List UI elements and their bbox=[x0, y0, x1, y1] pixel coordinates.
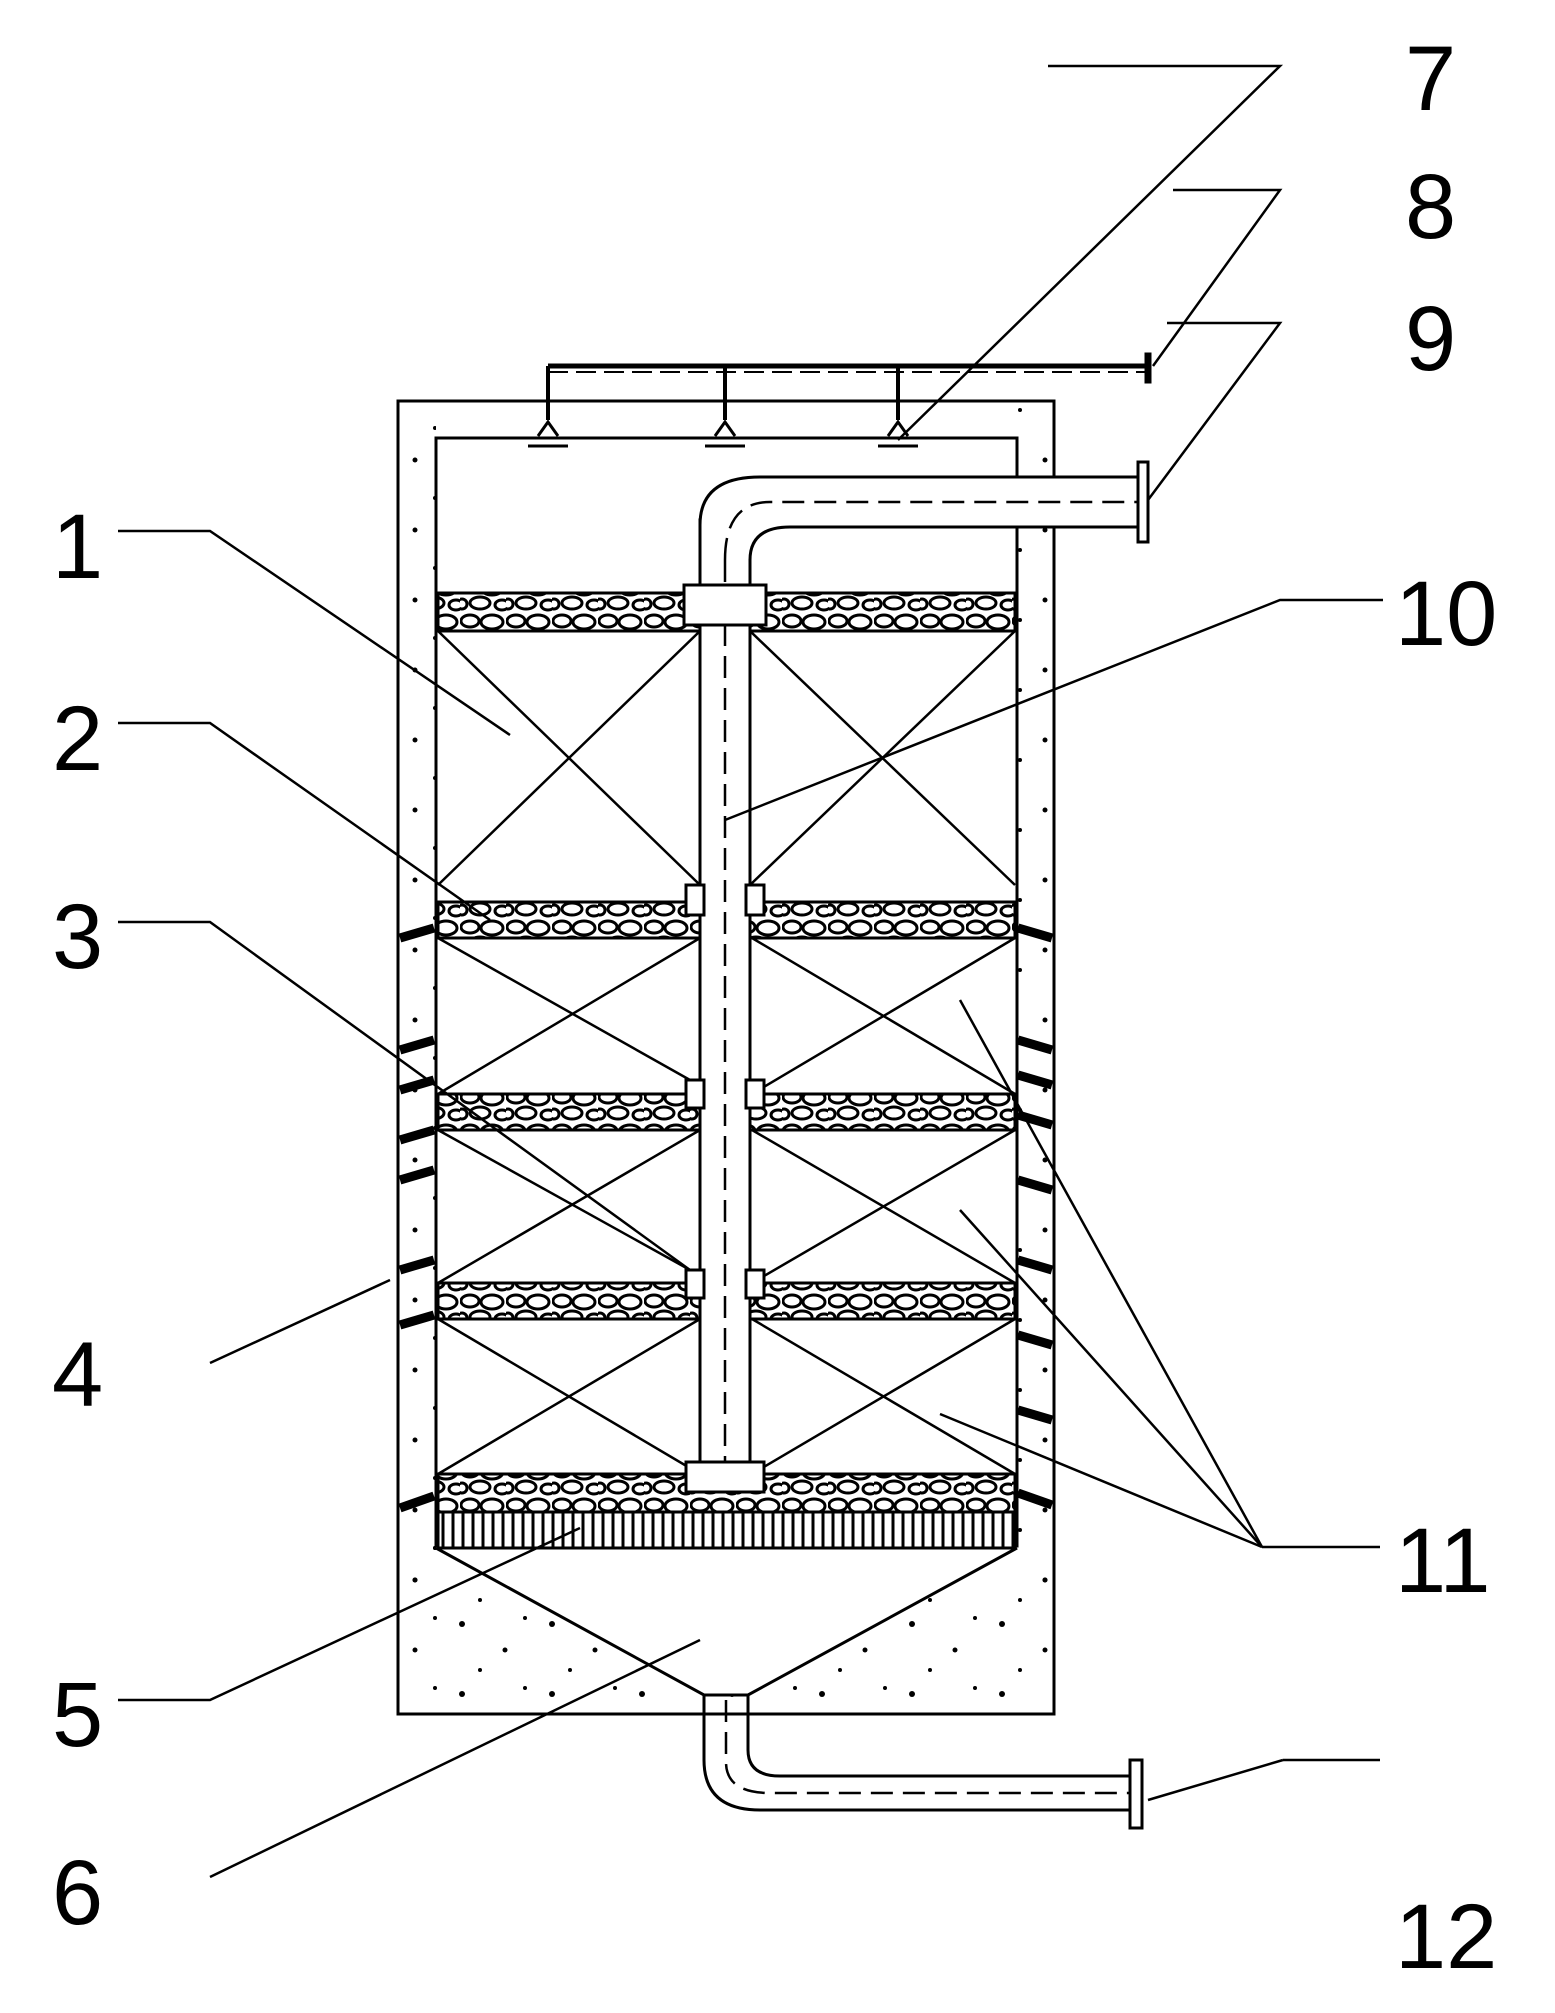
spray-manifold bbox=[528, 352, 1152, 448]
spray-nozzle-left bbox=[528, 419, 568, 448]
drain-pipe bbox=[702, 1693, 1144, 1830]
label-9: 9 bbox=[1405, 288, 1456, 390]
right-wall-concrete bbox=[1017, 403, 1052, 1583]
outlet-flange bbox=[1136, 460, 1150, 544]
label-2: 2 bbox=[52, 688, 103, 790]
vent-slats bbox=[398, 923, 1054, 1513]
label-4: 4 bbox=[52, 1324, 103, 1426]
filter-media-cells bbox=[437, 630, 1016, 1476]
leader-lines bbox=[118, 64, 1383, 1879]
drain-flange bbox=[1128, 1758, 1144, 1830]
label-8: 8 bbox=[1405, 156, 1456, 258]
label-6: 6 bbox=[52, 1842, 103, 1944]
spray-nozzle-middle bbox=[705, 419, 745, 448]
support-mesh bbox=[436, 1510, 1017, 1550]
label-1: 1 bbox=[52, 496, 103, 598]
label-10: 10 bbox=[1395, 563, 1497, 665]
label-7: 7 bbox=[1405, 28, 1456, 130]
label-3: 3 bbox=[52, 886, 103, 988]
inlet-flange bbox=[1144, 352, 1152, 384]
label-12: 12 bbox=[1395, 1886, 1497, 1988]
left-wall-concrete bbox=[400, 403, 436, 1583]
spray-nozzle-right bbox=[878, 419, 918, 448]
bottom-concrete bbox=[400, 1546, 1052, 1712]
label-5: 5 bbox=[52, 1664, 103, 1766]
label-11: 11 bbox=[1395, 1510, 1491, 1612]
central-collection-pipe bbox=[682, 460, 1150, 1494]
reference-labels: 1 2 3 4 5 6 7 8 9 10 11 12 bbox=[52, 28, 1497, 1988]
